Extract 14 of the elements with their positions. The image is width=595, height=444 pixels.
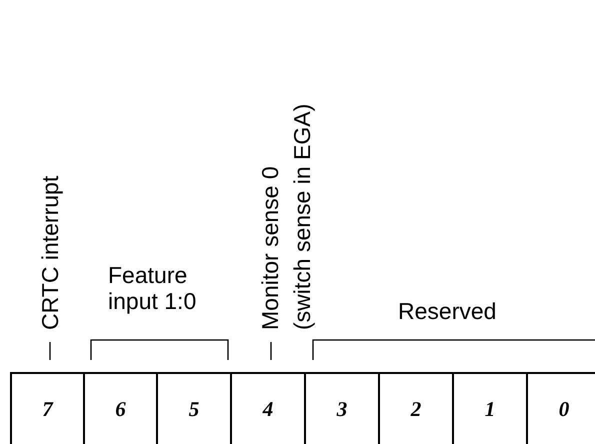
bit-number: 2 xyxy=(410,396,422,422)
field-label: Reserved xyxy=(398,298,498,324)
bit-cell xyxy=(10,372,85,444)
bit-number: 7 xyxy=(42,396,53,422)
field-label: CRTC interrupt xyxy=(37,176,63,330)
bit-number: 5 xyxy=(188,396,200,422)
bit-number: 3 xyxy=(336,396,348,422)
bit-number: 6 xyxy=(115,396,126,422)
field-label: (switch sense in EGA) xyxy=(289,104,315,330)
bit-number: 1 xyxy=(484,396,496,422)
bit-number: 0 xyxy=(558,396,570,422)
field-label: Feature input 1:0 xyxy=(108,262,198,314)
field-label: Monitor sense 0 xyxy=(257,166,283,330)
bit-number: 4 xyxy=(262,396,274,422)
